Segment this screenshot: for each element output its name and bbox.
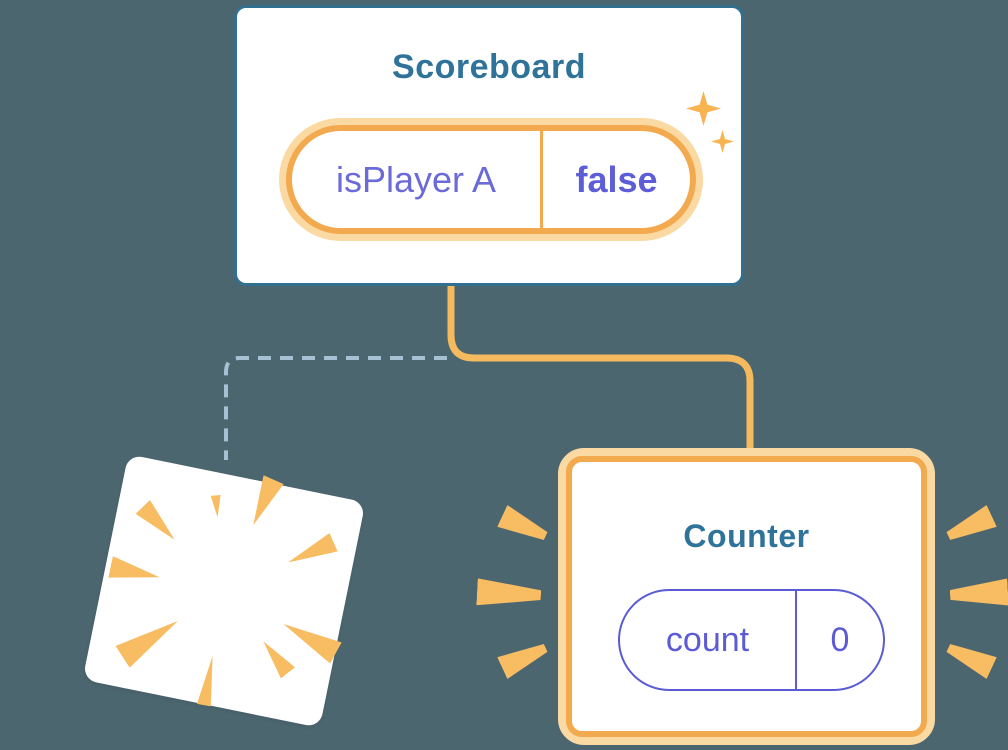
counter-card: Counter count 0 xyxy=(558,448,935,745)
destroyed-component-card xyxy=(82,454,366,728)
burst-mark xyxy=(943,505,997,547)
connector-destroyed-line xyxy=(224,356,447,460)
state-key: isPlayer A xyxy=(335,158,497,200)
scoreboard-state-pill: isPlayer A false xyxy=(279,118,703,241)
connector-active-line xyxy=(447,286,754,452)
state-value: false xyxy=(540,131,690,228)
burst-mark xyxy=(497,505,551,547)
state-value: 0 xyxy=(795,591,883,689)
counter-title: Counter xyxy=(683,518,810,554)
burst-mark xyxy=(497,637,551,679)
state-key: count xyxy=(665,620,750,659)
scoreboard-title: Scoreboard xyxy=(392,48,586,86)
burst-mark xyxy=(476,578,541,608)
burst-mark xyxy=(943,637,997,679)
counter-state-pill: count 0 xyxy=(618,589,885,691)
burst-mark xyxy=(949,579,1008,609)
scoreboard-card: Scoreboard isPlayer A false xyxy=(234,5,744,286)
